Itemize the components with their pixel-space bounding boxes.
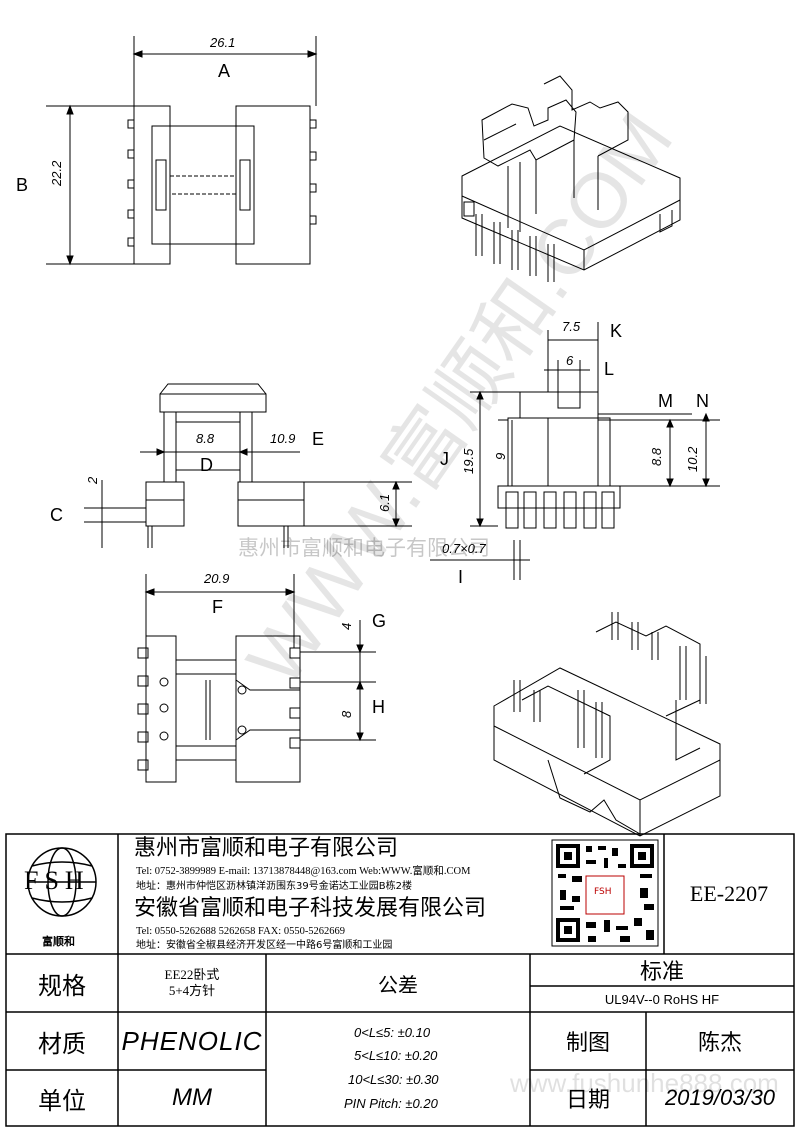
dim-g-4: 4 (339, 622, 354, 630)
label-i: I (458, 567, 464, 587)
label-c: C (50, 505, 63, 525)
label-g: G (372, 611, 387, 631)
dim-f-20-9: 20.9 (204, 571, 230, 586)
company2-address: 地址：安徽省全椒县经济开发区经一中路6号富顺和工业园 (136, 940, 393, 951)
label-m: M (658, 391, 673, 411)
tolerance-4: PIN Pitch: ±0.20 (344, 1096, 438, 1111)
logo-caption: 富顺和 (42, 935, 75, 948)
dim-9: 9 (493, 452, 508, 460)
side-view (84, 383, 412, 548)
drawn-value: 陈杰 (697, 1031, 742, 1056)
label-a: A (218, 61, 231, 81)
date-value: 2019/03/30 (664, 1085, 776, 1110)
date-label: 日期 (565, 1088, 610, 1113)
label-h: H (372, 697, 385, 717)
dim-pin-6-1: 6.1 (377, 493, 392, 512)
dim-l-6: 6 (566, 353, 574, 368)
label-n: N (696, 391, 709, 411)
unit-value: MM (172, 1084, 212, 1111)
label-e: E (312, 429, 325, 449)
watermark-bottom: www.fushunhe888.com (510, 1068, 779, 1098)
label-l: L (604, 359, 615, 379)
tolerance-2: 5<L≤10: ±0.20 (354, 1048, 438, 1063)
material-label: 材质 (38, 1029, 86, 1058)
label-d: D (200, 455, 213, 475)
company1-address: 地址：惠州市仲恺区沥林镇洋沥围东39号金诺达工业园B栋2楼 (136, 881, 412, 892)
watermark-center: 惠州市富顺和电子有限公司 (238, 536, 490, 560)
dim-k-7-5: 7.5 (562, 319, 581, 334)
dim-height-22-2: 22.2 (49, 160, 64, 186)
standard-label: 标准 (639, 960, 684, 985)
tolerance-3: 10<L≤30: ±0.30 (348, 1072, 439, 1087)
company2-contact: Tel: 0550-5262688 5262658 FAX: 0550-5262… (136, 926, 346, 937)
isometric-view-top (461, 75, 681, 282)
fsh-logo-globe (27, 847, 97, 917)
material-value: PHENOLIC (121, 1025, 263, 1056)
isometric-view-bottom (493, 612, 721, 837)
drawn-label: 制图 (565, 1031, 610, 1056)
dim-d-8-8: 8.8 (196, 431, 215, 446)
dim-width-26-1: 26.1 (210, 35, 236, 50)
qr-center-label: FSH (594, 887, 612, 897)
dim-j-19-5: 19.5 (461, 448, 476, 474)
bottom-view (137, 574, 376, 783)
dim-i-0-7: 0.7×0.7 (442, 541, 486, 556)
top-view (46, 36, 318, 266)
dim-m-8-8: 8.8 (649, 447, 664, 466)
dim-c-2: 2 (85, 476, 100, 484)
logo-letters: FSH (24, 866, 90, 895)
dim-h-8: 8 (339, 710, 354, 718)
company1-contact: Tel: 0752-3899989 E-mail: 13713878448@16… (136, 866, 471, 877)
spec-label: 规格 (38, 971, 86, 1000)
unit-label: 单位 (38, 1086, 86, 1115)
qr-code (551, 839, 659, 947)
dim-e-10-9: 10.9 (270, 431, 296, 446)
label-k: K (610, 321, 623, 341)
dim-n-10-2: 10.2 (685, 446, 700, 472)
company1-name: 惠州市富顺和电子有限公司 (134, 836, 399, 861)
title-block-grid (5, 833, 795, 1127)
label-j: J (440, 449, 449, 469)
company2-name: 安徽省富顺和电子科技发展有限公司 (134, 896, 487, 921)
label-f: F (212, 597, 223, 617)
tolerance-label: 公差 (378, 972, 418, 997)
spec-value: EE22卧式 5+4方针 (164, 966, 220, 998)
standard-value: UL94V--0 RoHS HF (604, 991, 720, 1007)
tolerance-1: 0<L≤5: ±0.10 (354, 1025, 431, 1040)
front-view (430, 322, 720, 580)
label-b: B (16, 175, 29, 195)
part-number: EE-2207 (689, 881, 769, 906)
